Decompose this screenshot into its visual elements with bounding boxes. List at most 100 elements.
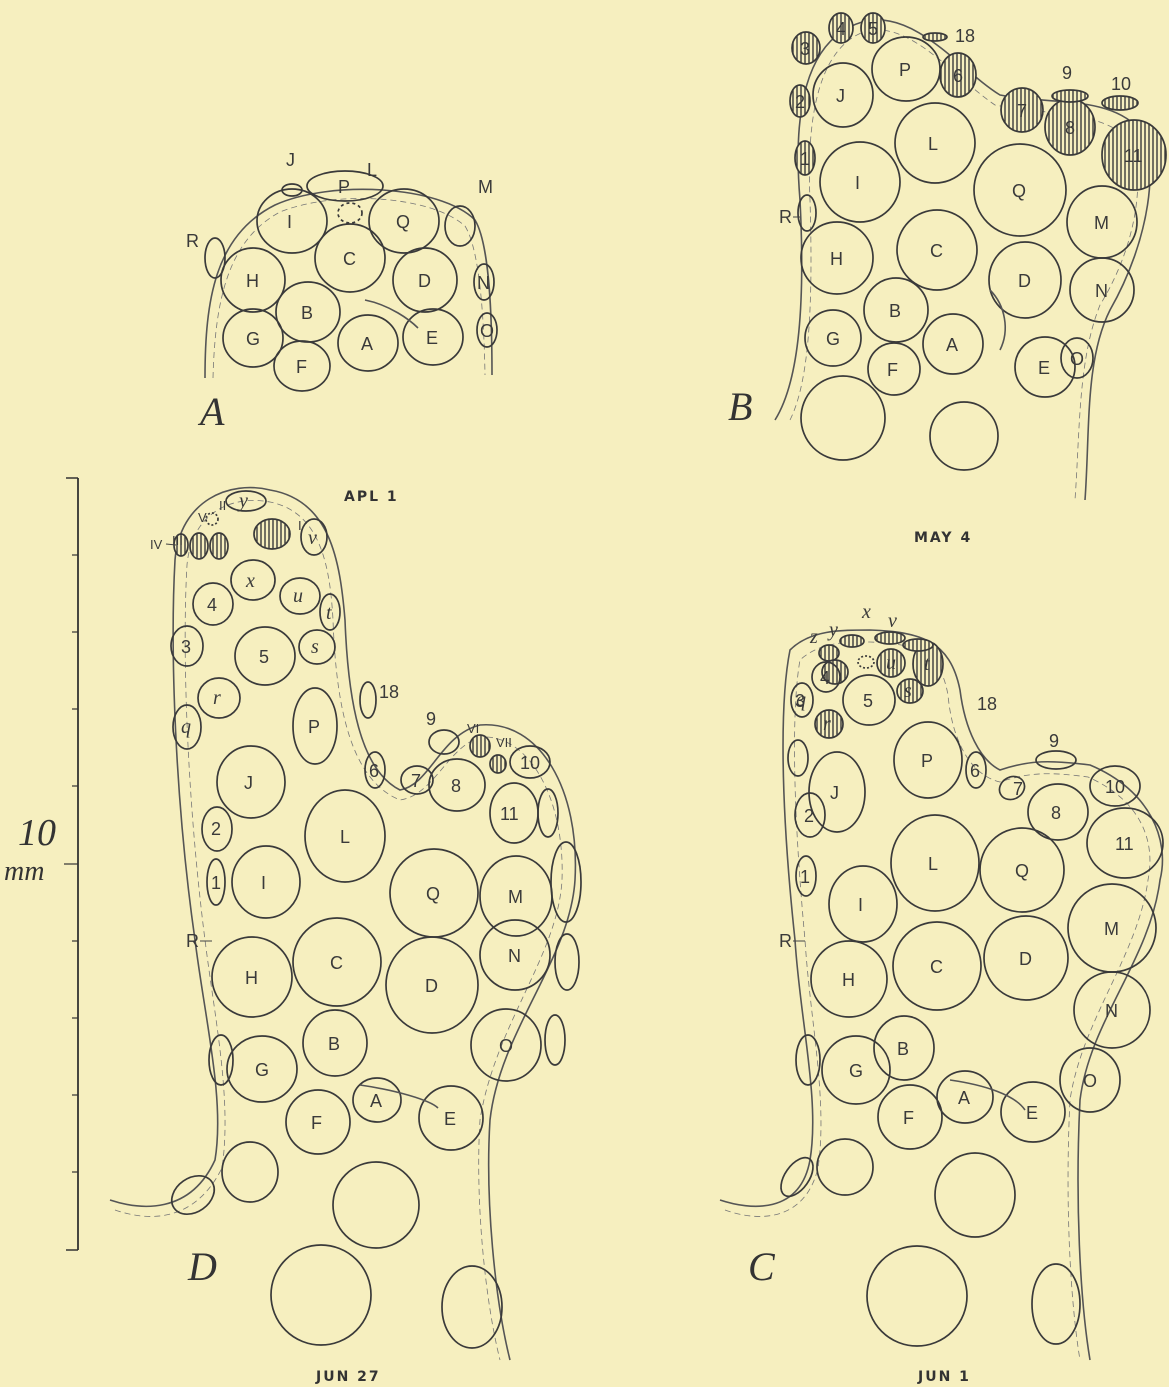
label-n18: 18 bbox=[977, 694, 997, 714]
label-n9: 9 bbox=[1049, 731, 1059, 751]
leaf-primordium bbox=[222, 1142, 278, 1202]
new-primordium bbox=[210, 533, 228, 559]
label-y: y bbox=[237, 490, 248, 512]
new-primordium bbox=[470, 735, 490, 757]
label-n1: 1 bbox=[211, 873, 221, 893]
label-t: t bbox=[924, 653, 930, 675]
label-P: P bbox=[899, 60, 911, 80]
label-n10: 10 bbox=[1111, 74, 1131, 94]
label-L: L bbox=[340, 827, 350, 847]
label-n10: 10 bbox=[1105, 777, 1125, 797]
label-rVII: VII bbox=[496, 735, 512, 750]
label-n8: 8 bbox=[451, 776, 461, 796]
leaf-primordium bbox=[164, 1168, 221, 1222]
new-primordium bbox=[490, 755, 506, 773]
label-N: N bbox=[1095, 281, 1108, 301]
label-I: I bbox=[855, 173, 860, 193]
panel-d: y I II V III IV v x u 4 t 3 5 s r q P 18… bbox=[110, 488, 581, 1385]
label-B: B bbox=[889, 301, 901, 321]
leaf-primordium bbox=[817, 1139, 873, 1195]
leaf-primordium bbox=[271, 1245, 371, 1345]
label-H: H bbox=[246, 271, 259, 291]
label-r: r bbox=[213, 687, 221, 709]
label-I: I bbox=[261, 873, 266, 893]
leaf-primordium bbox=[867, 1246, 967, 1346]
leaf-primordium bbox=[1036, 751, 1076, 769]
label-E: E bbox=[1026, 1103, 1038, 1123]
label-N: N bbox=[1105, 1001, 1118, 1021]
leaf-primordium bbox=[858, 656, 874, 668]
label-n2: 2 bbox=[804, 806, 814, 826]
label-E: E bbox=[444, 1109, 456, 1129]
label-n11: 11 bbox=[1115, 834, 1134, 854]
label-Q: Q bbox=[1015, 861, 1029, 881]
panel-letter-a: A bbox=[197, 389, 225, 434]
label-C: C bbox=[330, 953, 343, 973]
label-H: H bbox=[830, 249, 843, 269]
label-n1: 1 bbox=[800, 867, 810, 887]
label-n5: 5 bbox=[868, 19, 878, 39]
label-D: D bbox=[1018, 271, 1031, 291]
label-O: O bbox=[480, 321, 494, 341]
label-P: P bbox=[338, 177, 350, 197]
label-v: v bbox=[888, 610, 897, 632]
label: J bbox=[286, 150, 295, 170]
leaf-primordium bbox=[205, 238, 225, 278]
label-t: t bbox=[326, 602, 332, 624]
scale-bar: 10 mm bbox=[4, 478, 78, 1250]
leaf-primordium bbox=[788, 740, 808, 776]
label-H: H bbox=[842, 970, 855, 990]
leaf-primordium bbox=[445, 206, 475, 246]
label-n7: 7 bbox=[411, 771, 421, 791]
new-primordium bbox=[819, 645, 839, 661]
label-J: J bbox=[244, 773, 253, 793]
new-primordium bbox=[923, 33, 947, 41]
date-c: JUN 1 bbox=[917, 1369, 971, 1385]
label: Q bbox=[396, 212, 410, 232]
leaf-L-primordium bbox=[338, 203, 362, 223]
label-B: B bbox=[328, 1034, 340, 1054]
leaf-primordium bbox=[333, 1162, 419, 1248]
label-G: G bbox=[246, 329, 260, 349]
label-L: L bbox=[928, 854, 938, 874]
label-n3: 3 bbox=[795, 691, 805, 711]
leaf-primordium bbox=[935, 1153, 1015, 1237]
label-P: P bbox=[921, 751, 933, 771]
label-J: J bbox=[830, 783, 839, 803]
new-primordium bbox=[875, 632, 905, 644]
label-A: A bbox=[370, 1091, 382, 1111]
label-F: F bbox=[296, 357, 307, 377]
label-L: L bbox=[367, 160, 377, 180]
label-B: B bbox=[301, 303, 313, 323]
leaf-primordium bbox=[995, 772, 1029, 804]
label-R: R bbox=[779, 931, 792, 951]
leaf-primordium bbox=[538, 789, 558, 837]
leaf-primordium bbox=[555, 934, 579, 990]
label-n5: 5 bbox=[863, 691, 873, 711]
leaf-primordium bbox=[442, 1266, 502, 1348]
label-G: G bbox=[255, 1060, 269, 1080]
label-n6: 6 bbox=[970, 761, 980, 781]
label-n11: 11 bbox=[500, 804, 519, 824]
date-d: JUN 27 bbox=[315, 1369, 381, 1385]
label-D: D bbox=[1019, 949, 1032, 969]
new-primordium bbox=[190, 533, 208, 559]
label-z: z bbox=[809, 626, 818, 648]
leaf-primordium bbox=[551, 842, 581, 922]
date-b: MAY 4 bbox=[914, 530, 972, 546]
leaf-primordium bbox=[801, 376, 885, 460]
label-u: u bbox=[886, 652, 896, 674]
label-n3: 3 bbox=[800, 39, 810, 59]
label-A: A bbox=[361, 334, 373, 354]
label-rII: II bbox=[219, 498, 226, 513]
scale-unit: mm bbox=[4, 856, 44, 887]
leaf-primordium bbox=[930, 402, 998, 470]
date-d-note: APL 1 bbox=[344, 489, 399, 505]
label-D: D bbox=[418, 271, 431, 291]
label-L: L bbox=[928, 134, 938, 154]
label-R: R bbox=[186, 931, 199, 951]
label-n8: 8 bbox=[1065, 118, 1075, 138]
label-I: I bbox=[858, 895, 863, 915]
label-G: G bbox=[826, 329, 840, 349]
label-x: x bbox=[245, 570, 255, 592]
